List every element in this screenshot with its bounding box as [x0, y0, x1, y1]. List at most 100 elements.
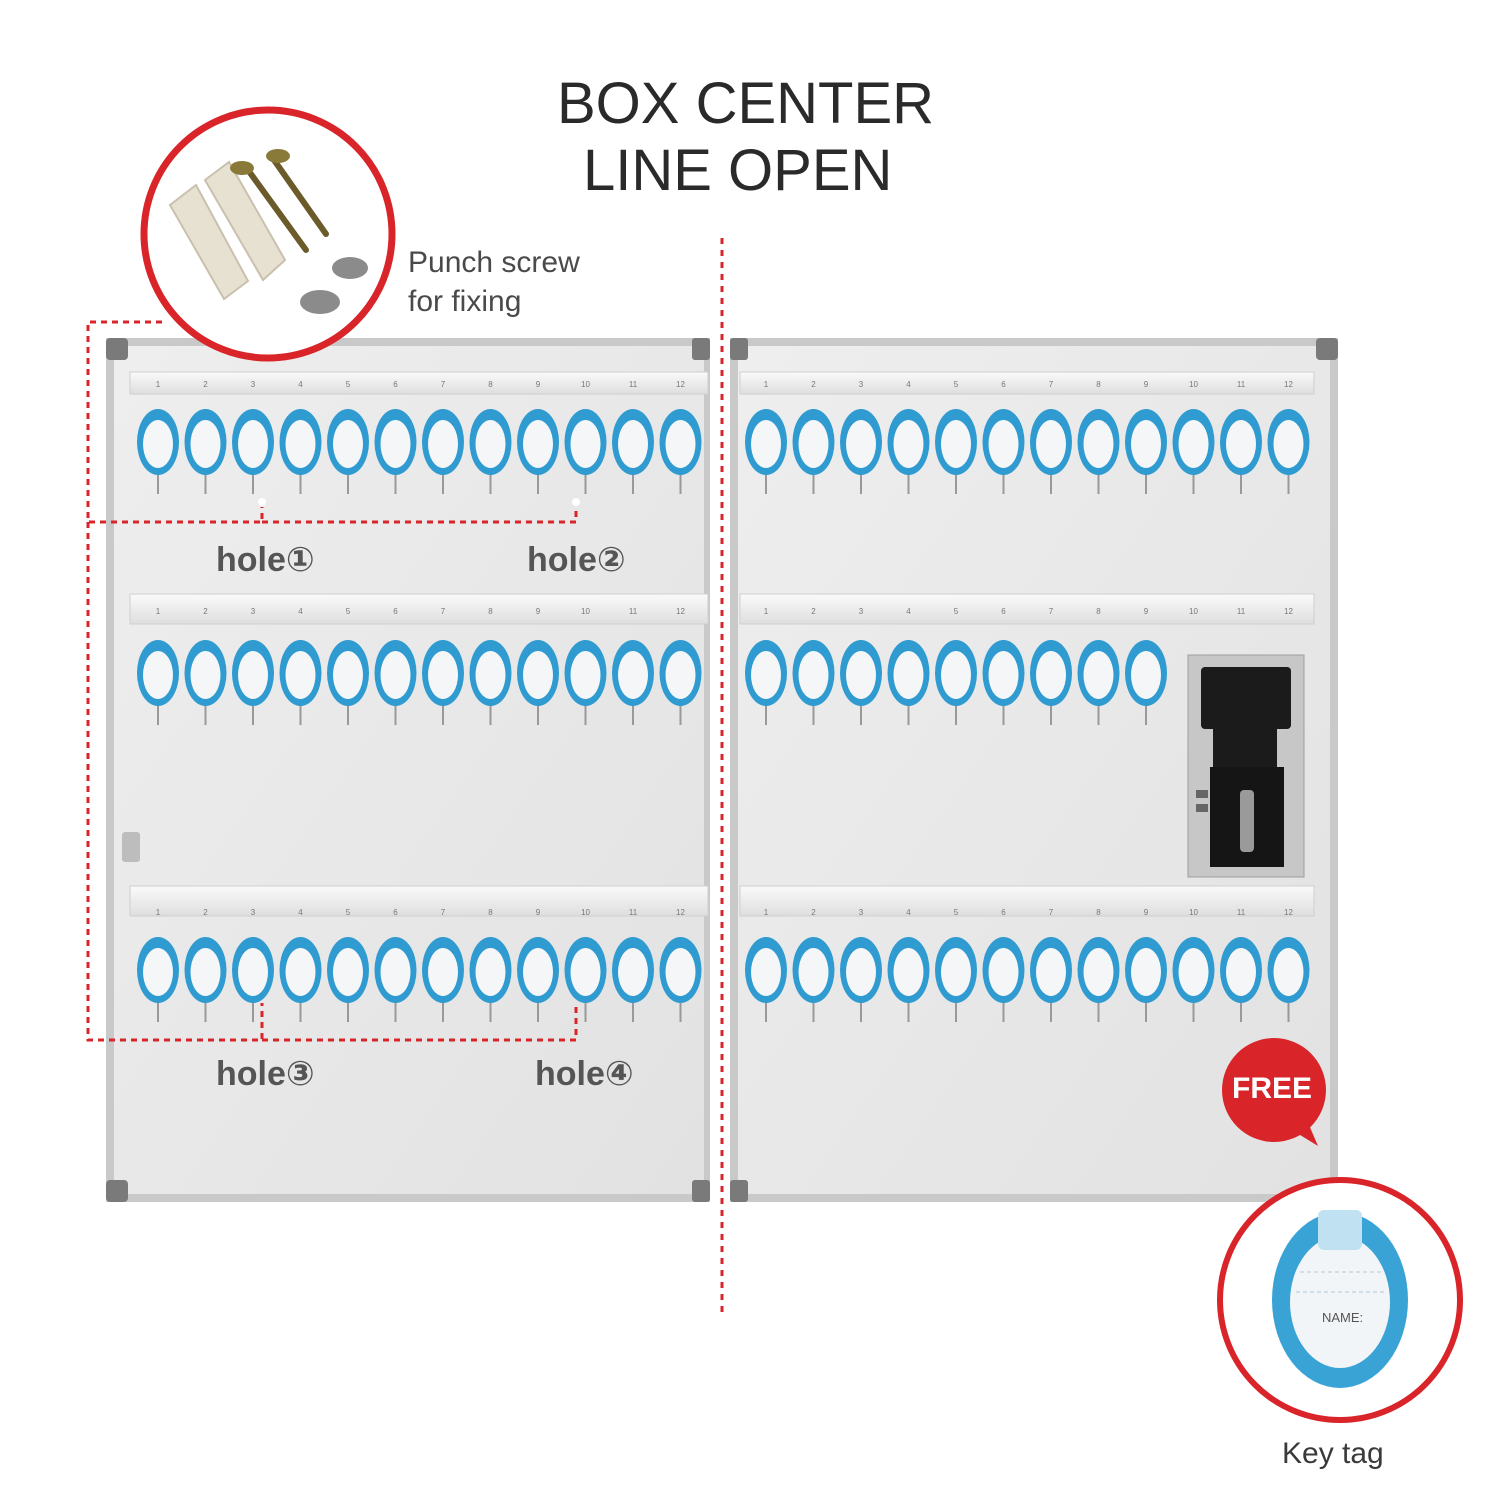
rail-number: 3	[251, 607, 256, 616]
rail-number: 7	[1049, 607, 1054, 616]
key-tag[interactable]	[1220, 409, 1262, 494]
key-tag[interactable]	[279, 640, 322, 725]
rail-number: 11	[1237, 908, 1246, 917]
key-tag[interactable]	[184, 937, 227, 1022]
key-tag[interactable]	[982, 640, 1025, 725]
rail-number: 10	[581, 607, 590, 616]
key-tag[interactable]	[840, 409, 882, 494]
key-tag[interactable]	[612, 937, 654, 1022]
key-tag[interactable]	[469, 937, 512, 1022]
key-tag[interactable]	[137, 409, 179, 494]
key-tag[interactable]	[792, 640, 835, 725]
key-tag[interactable]	[1172, 937, 1215, 1022]
key-tag[interactable]	[745, 640, 787, 725]
key-tag[interactable]	[1220, 937, 1262, 1022]
key-tag[interactable]	[422, 937, 464, 1022]
key-tag[interactable]	[517, 640, 559, 725]
key-tag[interactable]	[564, 640, 607, 725]
key-tag[interactable]	[1030, 409, 1072, 494]
key-tag[interactable]	[232, 640, 274, 725]
rail-number: 4	[298, 380, 303, 389]
key-tag[interactable]	[517, 937, 559, 1022]
key-tag[interactable]	[1125, 937, 1167, 1022]
key-tag[interactable]	[745, 409, 787, 494]
key-tag[interactable]	[279, 937, 322, 1022]
key-tag[interactable]	[1172, 409, 1215, 494]
key-tag[interactable]	[184, 409, 227, 494]
key-tag[interactable]	[374, 640, 417, 725]
key-tag[interactable]	[792, 409, 835, 494]
key-tag[interactable]	[517, 409, 559, 494]
key-tag[interactable]	[935, 640, 977, 725]
key-tag[interactable]	[659, 409, 702, 494]
rail-number: 5	[346, 380, 351, 389]
key-tag[interactable]	[887, 640, 930, 725]
key-tag[interactable]	[327, 409, 369, 494]
key-tag[interactable]	[184, 640, 227, 725]
rail-number: 12	[676, 908, 685, 917]
key-tag[interactable]	[564, 937, 607, 1022]
key-tag[interactable]	[564, 409, 607, 494]
key-tag[interactable]	[232, 409, 274, 494]
rail-number: 7	[1049, 908, 1054, 917]
rail-number: 6	[393, 607, 398, 616]
key-tag[interactable]	[422, 640, 464, 725]
key-tag[interactable]	[1267, 937, 1310, 1022]
key-tag[interactable]	[659, 640, 702, 725]
key-tag[interactable]	[745, 937, 787, 1022]
lock-mechanism	[1187, 654, 1305, 878]
left-cabinet	[106, 338, 710, 1202]
key-tag[interactable]	[982, 937, 1025, 1022]
key-tag[interactable]	[422, 409, 464, 494]
key-tag[interactable]	[887, 409, 930, 494]
hole-4-label: hole④	[535, 1055, 634, 1093]
rail-number: 5	[954, 908, 959, 917]
screw-icon	[245, 157, 329, 253]
key-tag[interactable]	[1267, 409, 1310, 494]
key-tag[interactable]	[1077, 640, 1120, 725]
rail-number: 8	[1096, 908, 1101, 917]
key-tag[interactable]	[1077, 409, 1120, 494]
rail-number: 1	[764, 380, 769, 389]
key-tag[interactable]	[659, 937, 702, 1022]
rail-number: 3	[859, 607, 864, 616]
key-tag[interactable]	[935, 937, 977, 1022]
rail-number: 10	[1189, 607, 1198, 616]
key-tag[interactable]	[887, 937, 930, 1022]
key-tag[interactable]	[327, 640, 369, 725]
key-tag[interactable]	[1125, 409, 1167, 494]
key-tag[interactable]	[232, 937, 274, 1022]
key-tag[interactable]	[1030, 937, 1072, 1022]
key-tag[interactable]	[612, 409, 654, 494]
rail-number: 3	[251, 380, 256, 389]
rail-number: 12	[1284, 908, 1293, 917]
key-tag[interactable]	[792, 937, 835, 1022]
hole1-marker	[258, 498, 266, 506]
key-tag[interactable]	[374, 937, 417, 1022]
rail-number: 7	[1049, 380, 1054, 389]
key-tag[interactable]	[1077, 937, 1120, 1022]
rail-number: 6	[393, 380, 398, 389]
key-tag[interactable]	[935, 409, 977, 494]
key-tag[interactable]	[1030, 640, 1072, 725]
key-tag[interactable]	[374, 409, 417, 494]
rail-number: 2	[203, 908, 208, 917]
key-tag[interactable]	[982, 409, 1025, 494]
key-tag[interactable]	[1125, 640, 1167, 725]
key-tag[interactable]	[137, 937, 179, 1022]
page-title-line2: LINE OPEN	[583, 138, 893, 203]
key-tag[interactable]	[469, 640, 512, 725]
rail-number: 6	[1001, 908, 1006, 917]
key-tag[interactable]	[840, 640, 882, 725]
key-tag[interactable]	[840, 937, 882, 1022]
key-tag[interactable]	[327, 937, 369, 1022]
key-tag[interactable]	[469, 409, 512, 494]
key-tag[interactable]	[612, 640, 654, 725]
rail-number: 11	[629, 380, 638, 389]
rail-number: 9	[1144, 607, 1149, 616]
key-tag[interactable]	[137, 640, 179, 725]
accessory-caption-line2: for fixing	[408, 285, 522, 318]
rail-number: 3	[859, 380, 864, 389]
key-tag[interactable]	[279, 409, 322, 494]
